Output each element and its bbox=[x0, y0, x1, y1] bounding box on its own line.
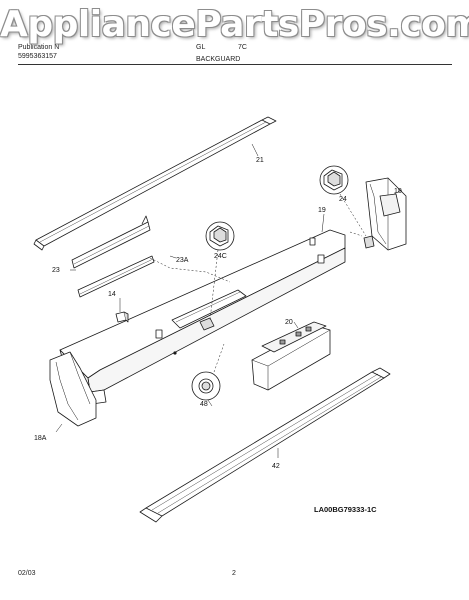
callout-18a: 18A bbox=[34, 435, 47, 442]
part-23-strip bbox=[77, 255, 155, 298]
part-23a-bracket bbox=[71, 215, 151, 269]
header-rule bbox=[18, 64, 452, 65]
callout-48: 48 bbox=[200, 401, 208, 408]
part-18-right-end-cap bbox=[365, 177, 407, 251]
leader-lines bbox=[55, 143, 403, 458]
callout-21: 21 bbox=[256, 157, 264, 164]
callout-24c: 24C bbox=[214, 253, 227, 260]
diagram-reference-code: LA00BG79333-1C bbox=[314, 505, 377, 514]
model-suffix: 7C bbox=[238, 44, 247, 51]
footer-date: 02/03 bbox=[18, 570, 36, 577]
detail-circle-48 bbox=[191, 343, 225, 401]
detail-circle-24 bbox=[319, 165, 367, 237]
callout-14: 14 bbox=[108, 291, 116, 298]
callout-24: 24 bbox=[339, 196, 347, 203]
callout-18: 18 bbox=[394, 188, 402, 195]
publication-label: Publication N bbox=[18, 44, 60, 51]
part-20-control-board bbox=[251, 321, 331, 391]
part-24-connector bbox=[363, 235, 375, 249]
callout-19: 19 bbox=[318, 207, 326, 214]
publication-number: 5995363157 bbox=[18, 53, 57, 60]
part-18a-left-end-cap bbox=[49, 351, 97, 427]
callout-20: 20 bbox=[285, 319, 293, 326]
part-14-clip bbox=[115, 311, 129, 323]
callout-23: 23 bbox=[52, 267, 60, 274]
footer-page-number: 2 bbox=[232, 570, 236, 577]
detail-circle-24c bbox=[205, 221, 235, 321]
part-21-top-trim bbox=[33, 116, 277, 251]
section-title: BACKGUARD bbox=[196, 56, 241, 63]
callout-23a: 23A bbox=[176, 257, 189, 264]
watermark-text: AppliancePartsPros.com bbox=[0, 4, 469, 45]
part-42-bottom-trim bbox=[139, 367, 391, 523]
callout-42: 42 bbox=[272, 463, 280, 470]
model-prefix: GL bbox=[196, 44, 206, 51]
